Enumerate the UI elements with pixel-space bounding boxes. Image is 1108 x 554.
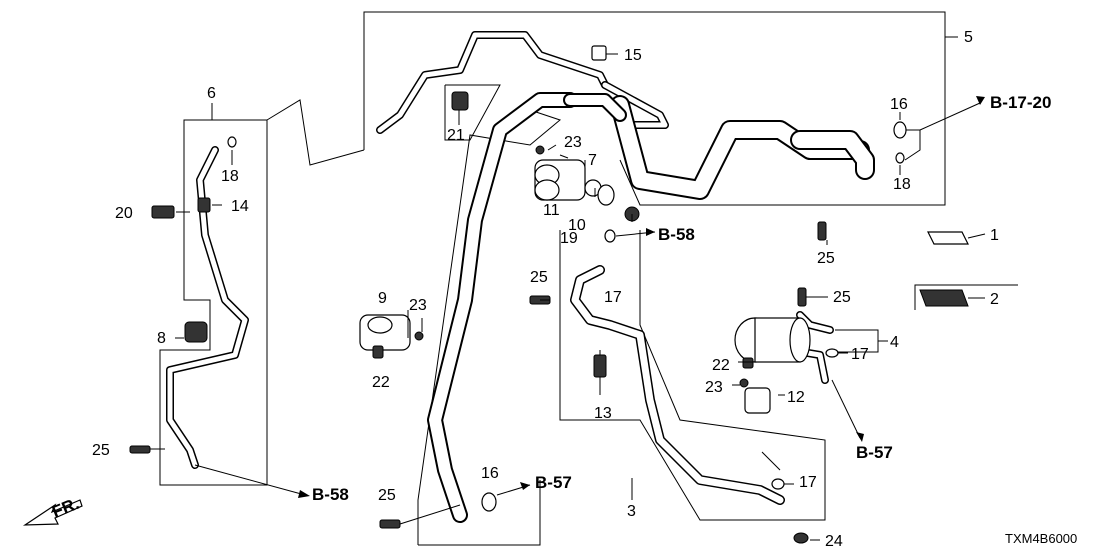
receiver-dryer	[734, 317, 811, 363]
callout-3: 3	[627, 503, 636, 520]
components	[129, 45, 969, 544]
label-parts	[919, 231, 969, 307]
callout-18-right: 18	[893, 176, 911, 193]
callout-5: 5	[964, 29, 973, 46]
reference-labels: B-17-20 B-58 B-57 B-57 B-58	[312, 93, 1051, 504]
clip-21	[451, 91, 469, 111]
callout-17-mid: 17	[604, 289, 622, 306]
callout-21: 21	[447, 127, 465, 144]
seal-parts	[584, 179, 640, 222]
pipes	[166, 31, 875, 523]
nut-24	[793, 532, 809, 544]
pressure-switch-13	[593, 354, 607, 378]
callout-4: 4	[890, 334, 899, 351]
front-direction-arrow: FR.	[22, 494, 83, 526]
callout-8: 8	[157, 330, 166, 347]
ref-b-58-top: B-58	[658, 225, 695, 244]
sensor-8	[184, 321, 208, 343]
bracket-12	[744, 387, 771, 414]
callout-25-mid: 25	[530, 269, 548, 286]
callout-1: 1	[990, 227, 999, 244]
clamp-9	[359, 314, 411, 351]
callout-24: 24	[825, 533, 843, 550]
ref-b-57-bottom: B-57	[535, 473, 572, 492]
leader-lines	[150, 53, 986, 541]
callout-23-right: 23	[705, 379, 723, 396]
cap-14	[197, 197, 211, 213]
callout-13: 13	[594, 405, 612, 422]
callout-25-left: 25	[92, 442, 110, 459]
cap-15	[591, 45, 607, 61]
callout-22-right: 22	[712, 357, 730, 374]
callout-20: 20	[115, 205, 133, 222]
callout-17-right: 17	[851, 346, 869, 363]
callout-23-top: 23	[564, 134, 582, 151]
callout-22-left: 22	[372, 374, 390, 391]
callout-7: 7	[588, 152, 597, 169]
callout-9: 9	[378, 290, 387, 307]
small-bolts-23	[414, 145, 749, 388]
callout-15: 15	[624, 47, 642, 64]
front-label: FR.	[49, 494, 82, 522]
callout-10: 10	[568, 217, 586, 234]
ref-b-58-left: B-58	[312, 485, 349, 504]
callout-17-bottom: 17	[799, 474, 817, 491]
callout-23-mid: 23	[409, 297, 427, 314]
callout-16-top: 16	[890, 96, 908, 113]
ref-b-17-20: B-17-20	[990, 93, 1051, 112]
callout-2: 2	[990, 291, 999, 308]
callout-11: 11	[543, 202, 560, 219]
callout-18-left: 18	[221, 168, 239, 185]
callout-labels: 1 2 3 4 5 6 7 8 9 10 11 12 13 14 15 16 1…	[92, 29, 999, 550]
connector-20	[151, 205, 175, 219]
reference-arrows	[298, 96, 985, 498]
callout-6: 6	[207, 85, 216, 102]
callout-14: 14	[231, 198, 249, 215]
callout-12: 12	[787, 389, 805, 406]
ref-b-57-right: B-57	[856, 443, 893, 462]
clamp-7	[534, 159, 586, 201]
callout-19: 19	[560, 230, 578, 247]
callout-25-bottom: 25	[378, 487, 396, 504]
callout-25-upper: 25	[817, 250, 835, 267]
callout-25-right: 25	[833, 289, 851, 306]
callout-16-bottom: 16	[481, 465, 499, 482]
diagram-code: TXM4B6000	[1005, 531, 1077, 546]
